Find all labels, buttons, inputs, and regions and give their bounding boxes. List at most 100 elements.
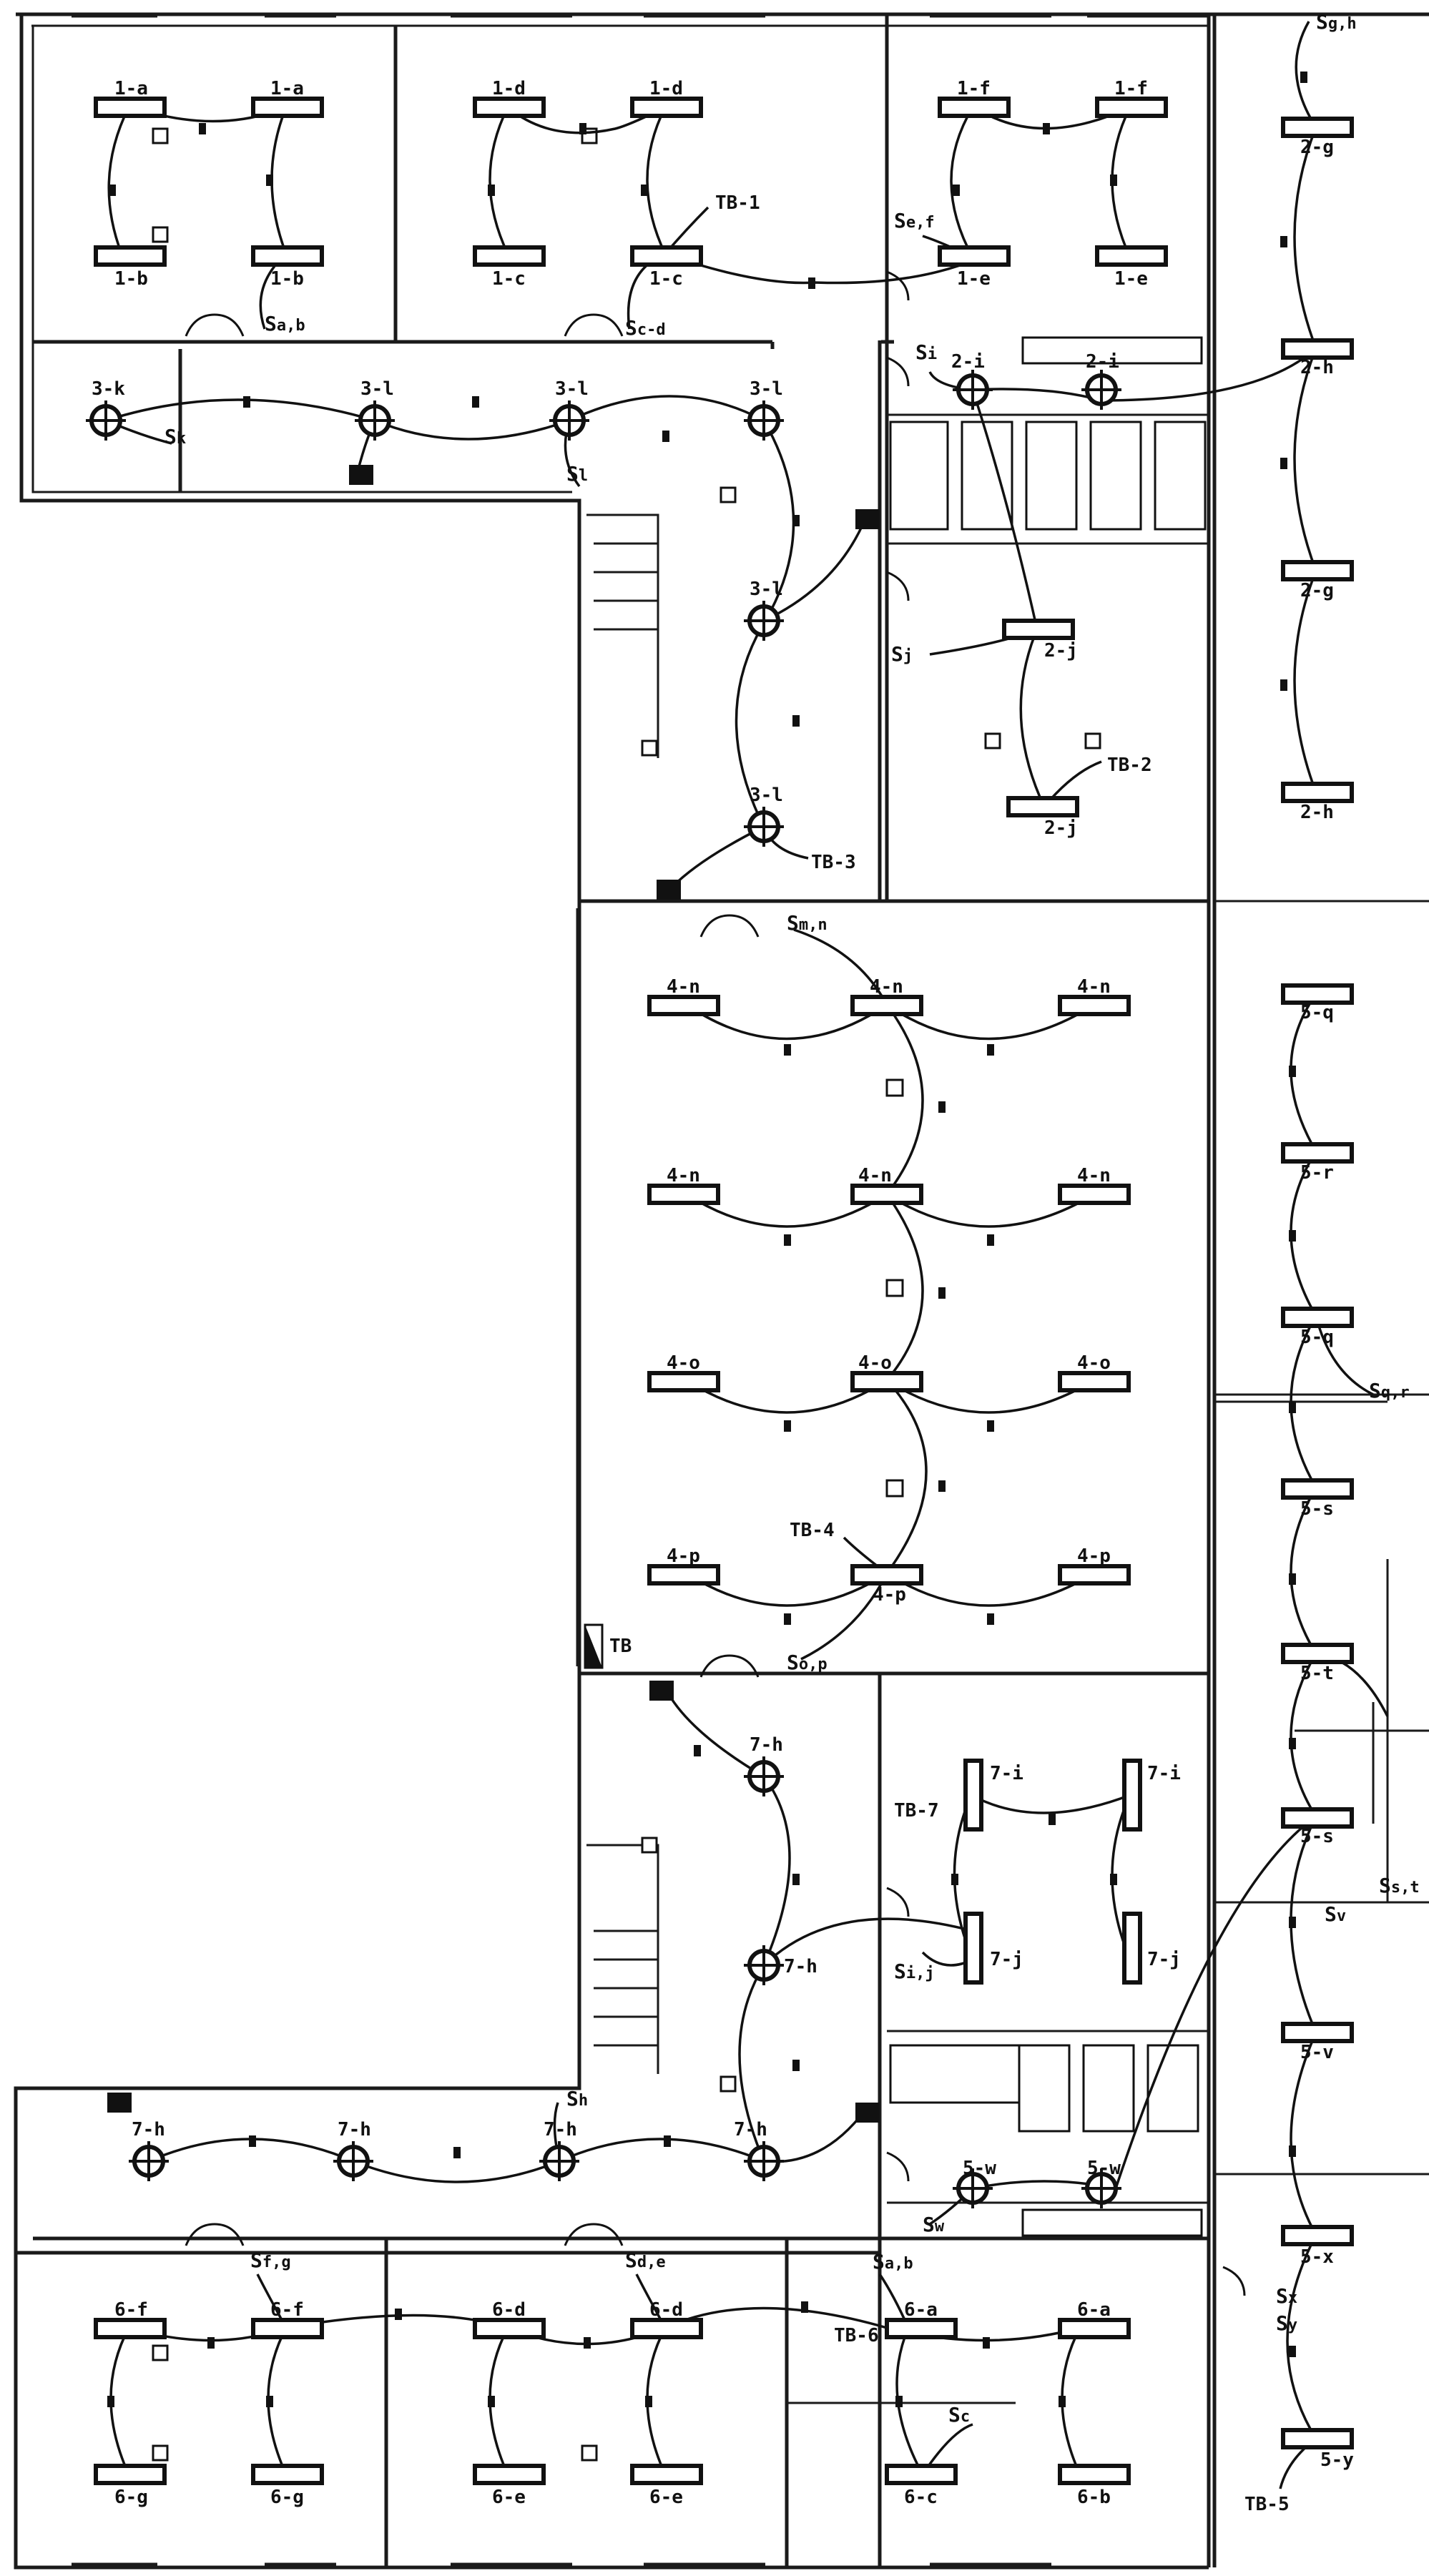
tb-label: TB-7 xyxy=(894,1800,939,1822)
fixture-label: 6-d xyxy=(492,2299,526,2321)
fixture-label: 2-j xyxy=(1044,640,1078,662)
fixture-label: 6-d xyxy=(649,2299,683,2321)
fixture-1c-right xyxy=(630,245,703,267)
fixture-label: 3-l xyxy=(555,378,589,400)
fixture-label: 1-b xyxy=(114,268,148,290)
junction-boxes xyxy=(152,127,1101,2462)
switch-label: Sa,b xyxy=(265,312,305,335)
fixture-label: 5-v xyxy=(1300,2042,1334,2063)
switch-label: Sa,b xyxy=(873,2250,913,2273)
fixture-label: 6-f xyxy=(114,2299,148,2321)
fixture-1b-left xyxy=(94,245,167,267)
tb-label: TB-3 xyxy=(811,852,856,873)
tb-label: TB-4 xyxy=(790,1520,835,1541)
switch-label: Sw xyxy=(923,2213,945,2236)
fixture-label: 7-h xyxy=(750,1734,783,1756)
fixture-label: 4-n xyxy=(667,1165,700,1186)
tb-label: TB xyxy=(609,1636,632,1657)
fixture-label: 4-n xyxy=(1077,1165,1111,1186)
fixture-label: 5-x xyxy=(1300,2246,1334,2268)
fixture-label: 7-i xyxy=(1147,1763,1181,1784)
switch-label: Si,j xyxy=(894,1960,935,1983)
fixture-label: 4-n xyxy=(667,976,700,998)
switch-label: Sc xyxy=(948,2403,970,2427)
fixture-1c-left xyxy=(473,245,546,267)
switch-label: So,p xyxy=(787,1651,828,1674)
door-swings xyxy=(185,270,1246,2296)
fixture-label: 2-i xyxy=(1086,351,1119,373)
fixture-label: 7-j xyxy=(1147,1949,1181,1970)
fixture-1d-right xyxy=(630,97,703,118)
fixture-label: 6-e xyxy=(649,2487,683,2508)
fixture-label: 1-c xyxy=(492,268,526,290)
fixture-label: 4-p xyxy=(667,1545,700,1567)
switch-label: Sc-d xyxy=(625,316,666,340)
fixture-label: 7-i xyxy=(990,1763,1023,1784)
tb-label: TB-2 xyxy=(1107,754,1152,776)
fixture-label: 7-h xyxy=(338,2119,371,2140)
fixture-label: 5-y xyxy=(1320,2449,1354,2471)
fixture-label: 6-e xyxy=(492,2487,526,2508)
fixture-1d-left xyxy=(473,97,546,118)
tb-label: TB-6 xyxy=(834,2325,879,2346)
fixture-label: 1-c xyxy=(649,268,683,290)
fixture-label: 2-g xyxy=(1300,580,1334,601)
switch-label: Sj xyxy=(891,642,913,666)
fixture-1f-right xyxy=(1095,97,1168,118)
panel-markers xyxy=(107,465,880,2123)
fixture-label: 5-s xyxy=(1300,1826,1334,1847)
fixture-label: 4-o xyxy=(858,1352,892,1374)
fluorescent-fixtures xyxy=(94,97,1354,2485)
fixture-label: 6-c xyxy=(904,2487,938,2508)
fixture-label: 4-n xyxy=(870,976,903,998)
switch-label: Se,f xyxy=(894,209,935,232)
fixture-label: 5-t xyxy=(1300,1663,1334,1684)
fixture-label: 3-l xyxy=(750,579,783,600)
fixture-label: 2-g xyxy=(1300,137,1334,158)
fixture-label: 6-f xyxy=(270,2299,304,2321)
switch-label: Sv xyxy=(1325,1902,1346,1926)
fixture-label: 3-l xyxy=(360,378,394,400)
fixture-label: 3-k xyxy=(92,378,125,400)
fixture-label: 1-a xyxy=(270,78,304,99)
fixture-label: 5-r xyxy=(1300,1162,1334,1184)
fixture-label: 5-q xyxy=(1300,1327,1334,1348)
fixture-label: 1-b xyxy=(270,268,304,290)
fixture-label: 6-g xyxy=(270,2487,304,2508)
switch-label: Sh xyxy=(566,2087,588,2110)
switch-label: Si xyxy=(915,340,937,364)
switch-label: Sg,h xyxy=(1316,10,1357,34)
fixture-label: 5-s xyxy=(1300,1498,1334,1520)
fixture-label: 1-e xyxy=(957,268,991,290)
round-fixture-3k xyxy=(86,400,126,441)
fixture-label: 7-h xyxy=(734,2119,767,2140)
fixture-label: 2-h xyxy=(1300,802,1334,823)
round-light-fixtures xyxy=(86,370,1121,2208)
switch-label: Ss,t xyxy=(1379,1874,1420,1897)
fixture-label: 4-o xyxy=(667,1352,700,1374)
switch-label: Sq,r xyxy=(1369,1379,1410,1402)
tb-label: TB-1 xyxy=(715,192,760,214)
switch-label: Sf,g xyxy=(250,2248,291,2272)
fixture-1a-left xyxy=(94,97,167,118)
fixture-1e-right xyxy=(1095,245,1168,267)
fixture-label: 1-d xyxy=(492,78,526,99)
fixture-label: 5-q xyxy=(1300,1002,1334,1023)
fixture-1b-right xyxy=(251,245,324,267)
switch-labels: Sa,b Sc-d Se,f Sg,h Si Sj Sk Sl Sm,n So,… xyxy=(164,10,1420,2427)
fixture-1e-left xyxy=(938,245,1011,267)
fixture-label: 4-n xyxy=(1077,976,1111,998)
switch-label: Sy xyxy=(1276,2311,1297,2335)
fixture-label: 6-g xyxy=(114,2487,148,2508)
tb-label: TB-5 xyxy=(1244,2494,1290,2515)
switch-label: Sx xyxy=(1276,2284,1297,2308)
fixture-1f-left xyxy=(938,97,1011,118)
circuit-tick-marks xyxy=(107,72,1307,2407)
switch-label: Sm,n xyxy=(787,911,828,935)
fixture-label: 2-i xyxy=(951,351,985,373)
fixture-label: 6-a xyxy=(1077,2299,1111,2321)
fixture-label: 4-n xyxy=(858,1165,892,1186)
fixture-label: 2-j xyxy=(1044,817,1078,839)
fixture-label: 7-h xyxy=(132,2119,165,2140)
